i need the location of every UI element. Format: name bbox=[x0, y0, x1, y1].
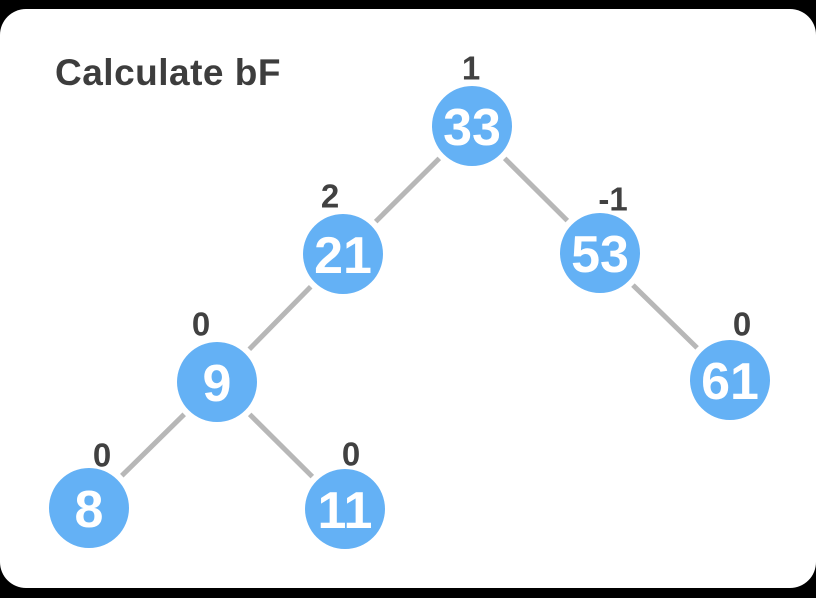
node-value: 53 bbox=[571, 226, 629, 284]
node-value: 11 bbox=[318, 482, 373, 540]
tree-node-33: 331 bbox=[432, 50, 512, 166]
balance-factor-label: 2 bbox=[321, 178, 339, 215]
balance-factor-label: -1 bbox=[598, 181, 627, 218]
slide-title: Calculate bF bbox=[55, 52, 281, 93]
tree-edge-9-11 bbox=[247, 412, 315, 479]
node-circle bbox=[690, 340, 770, 420]
balance-factor-label: 1 bbox=[462, 50, 480, 87]
tree-edge-21-9 bbox=[247, 285, 313, 351]
tree-edges-layer bbox=[120, 156, 699, 479]
tree-edge-33-53 bbox=[502, 156, 570, 223]
node-circle bbox=[303, 214, 383, 294]
tree-node-21: 212 bbox=[303, 178, 383, 294]
node-circle bbox=[560, 213, 640, 293]
node-value: 33 bbox=[443, 99, 501, 157]
tree-node-11: 110 bbox=[305, 436, 385, 549]
tree-edge-53-61 bbox=[631, 283, 699, 350]
node-circle bbox=[177, 342, 257, 422]
tree-node-53: 53-1 bbox=[560, 181, 640, 293]
balance-factor-label: 0 bbox=[733, 306, 751, 343]
node-circle bbox=[432, 86, 512, 166]
node-circle bbox=[49, 468, 129, 548]
tree-node-61: 610 bbox=[690, 306, 770, 420]
balance-factor-label: 0 bbox=[342, 436, 360, 473]
balance-factor-label: 0 bbox=[192, 306, 210, 343]
tree-edge-9-8 bbox=[120, 412, 186, 478]
slide-canvas bbox=[0, 9, 816, 588]
tree-node-9: 90 bbox=[177, 306, 257, 422]
balance-factor-label: 0 bbox=[93, 437, 111, 474]
node-value: 61 bbox=[701, 353, 759, 411]
node-value: 8 bbox=[75, 481, 104, 539]
tree-node-8: 80 bbox=[49, 437, 129, 548]
node-value: 21 bbox=[314, 227, 372, 285]
node-value: 9 bbox=[203, 355, 232, 413]
node-circle bbox=[305, 469, 385, 549]
tree-edge-33-21 bbox=[373, 156, 442, 224]
